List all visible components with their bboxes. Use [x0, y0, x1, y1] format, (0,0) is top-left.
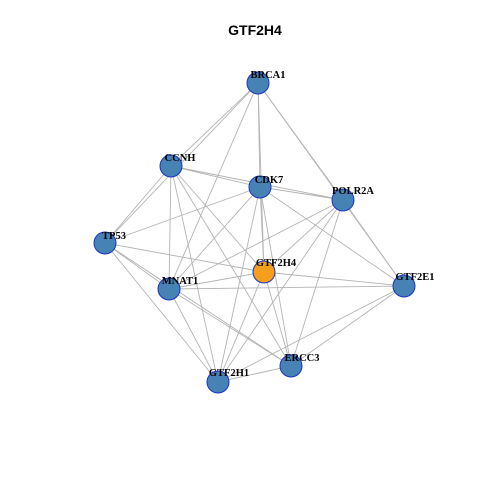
node-mnat1[interactable]	[157, 277, 181, 301]
edge-polr2a-mnat1	[168, 199, 344, 290]
edge-ccnh-tp53	[104, 165, 172, 244]
edge-mnat1-gtf2h1	[168, 288, 219, 383]
edge-gtf2h4-gtf2e1	[263, 271, 405, 287]
node-polr2a[interactable]	[331, 188, 355, 212]
edge-cdk7-mnat1	[168, 186, 261, 290]
edge-polr2a-gtf2e1	[342, 199, 405, 287]
edge-ccnh-gtf2h4	[170, 165, 265, 273]
node-label-polr2a: POLR2A	[332, 186, 374, 197]
edge-gtf2e1-ercc3	[290, 285, 405, 367]
node-gtf2h1[interactable]	[206, 370, 230, 394]
node-layer	[93, 71, 416, 394]
node-label-gtf2h1: GTF2H1	[209, 368, 249, 379]
edge-mnat1-gtf2e1	[168, 285, 405, 290]
edge-layer	[104, 82, 405, 383]
edge-polr2a-ercc3	[290, 199, 344, 367]
node-cdk7[interactable]	[248, 175, 272, 199]
edge-mnat1-ercc3	[168, 288, 292, 367]
node-tp53[interactable]	[93, 231, 117, 255]
node-label-gtf2h4: GTF2H4	[256, 258, 297, 269]
edge-cdk7-gtf2h1	[217, 186, 261, 383]
edge-gtf2h4-mnat1	[168, 271, 265, 290]
edge-cdk7-tp53	[104, 186, 261, 244]
node-gtf2e1[interactable]	[392, 274, 416, 298]
node-label-gtf2e1: GTF2E1	[395, 272, 434, 283]
edge-brca1-mnat1	[168, 82, 259, 290]
node-ercc3[interactable]	[279, 354, 303, 378]
node-ccnh[interactable]	[159, 154, 183, 178]
edge-ccnh-cdk7	[170, 165, 261, 188]
edge-cdk7-gtf2h4	[259, 186, 265, 273]
node-label-tp53: TP53	[102, 231, 126, 242]
node-label-cdk7: CDK7	[255, 175, 284, 186]
edge-ccnh-gtf2h1	[170, 165, 219, 383]
node-label-ccnh: CCNH	[165, 153, 196, 164]
edge-tp53-gtf2h4	[104, 242, 265, 273]
node-brca1[interactable]	[246, 71, 270, 95]
edge-cdk7-polr2a	[259, 186, 344, 201]
node-label-brca1: BRCA1	[250, 70, 285, 81]
edge-brca1-ccnh	[170, 82, 259, 167]
node-label-ercc3: ERCC3	[284, 353, 319, 364]
edge-tp53-ercc3	[104, 242, 292, 367]
edge-cdk7-ercc3	[259, 186, 292, 367]
edge-gtf2h4-gtf2h1	[217, 271, 265, 383]
node-gtf2h4[interactable]	[252, 260, 276, 284]
edge-polr2a-gtf2h4	[263, 199, 344, 273]
graph-title: GTF2H4	[228, 22, 282, 38]
node-label-mnat1: MNAT1	[162, 276, 199, 287]
edge-ercc3-gtf2h1	[217, 365, 292, 383]
edge-tp53-gtf2h1	[104, 242, 219, 383]
edge-gtf2e1-gtf2h1	[217, 285, 405, 383]
edge-tp53-mnat1	[104, 242, 170, 290]
edge-ccnh-mnat1	[168, 165, 172, 290]
edge-polr2a-gtf2h1	[217, 199, 344, 383]
